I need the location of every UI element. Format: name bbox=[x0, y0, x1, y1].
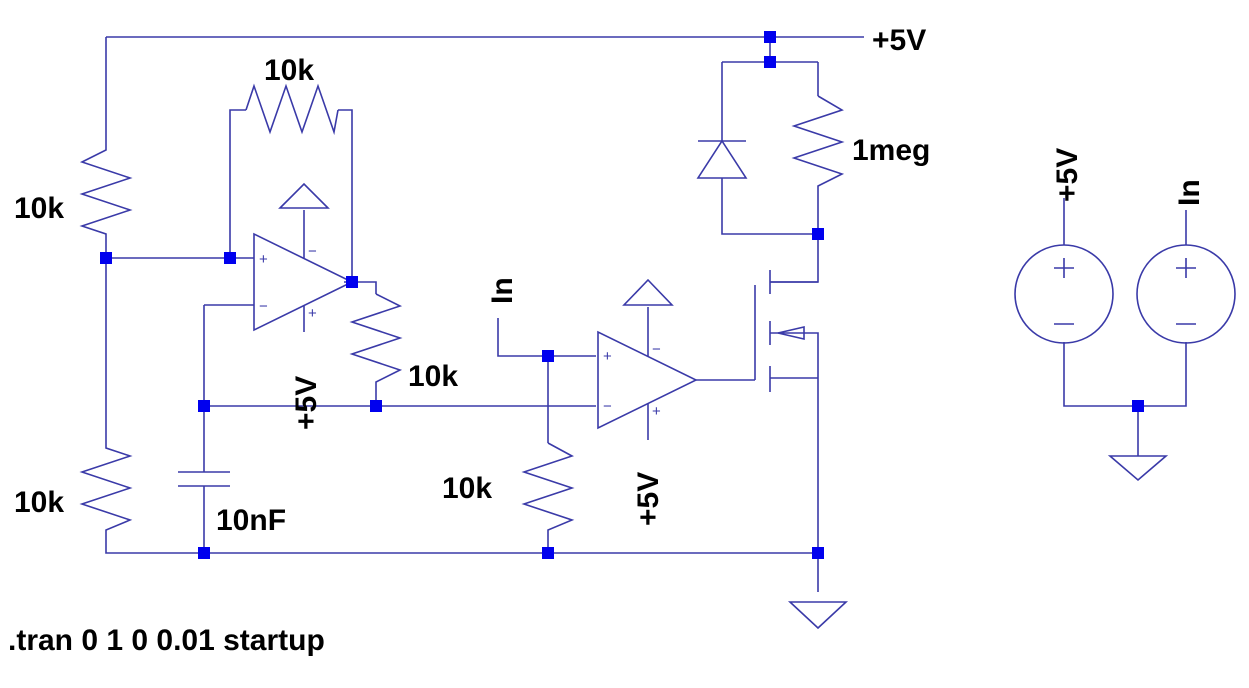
net-label-opamp2-supply: +5V bbox=[632, 472, 665, 526]
mosfet bbox=[754, 270, 818, 392]
net-label-opamp1-supply: +5V bbox=[290, 376, 323, 430]
opamp-1: + − − + bbox=[253, 182, 354, 332]
ground-symbol-main bbox=[787, 601, 849, 630]
label-c-10nf: 10nF bbox=[216, 504, 286, 537]
label-r-output: 10k bbox=[408, 360, 458, 393]
label-r-upper-divider: 10k bbox=[14, 192, 64, 225]
spice-directive: .tran 0 1 0 0.01 startup bbox=[8, 624, 325, 657]
label-r-input: 10k bbox=[442, 472, 492, 505]
resistor-lower-divider bbox=[79, 440, 133, 535]
label-r-1meg: 1meg bbox=[852, 134, 930, 167]
net-label-source-in: In bbox=[1173, 179, 1206, 206]
opamp2-minus-sign: − bbox=[603, 398, 612, 415]
resistor-input bbox=[521, 442, 575, 537]
junction-dot bbox=[100, 252, 112, 264]
opamp-2: + − − + bbox=[597, 278, 698, 440]
net-label-source-5v: +5V bbox=[1051, 148, 1084, 202]
net-label-in: In bbox=[486, 277, 519, 304]
net-label-vcc-top: +5V bbox=[872, 24, 926, 57]
junction-dot bbox=[198, 400, 210, 412]
junction-dot bbox=[370, 400, 382, 412]
opamp1-minus-sign: − bbox=[259, 298, 268, 315]
resistor-1meg bbox=[791, 95, 845, 196]
resistor-upper-divider bbox=[79, 135, 133, 242]
junction-dot bbox=[542, 350, 554, 362]
resistor-output bbox=[349, 293, 403, 392]
opamp1-plus-sign: + bbox=[259, 251, 268, 268]
junction-dot bbox=[542, 547, 554, 559]
junction-dot bbox=[1132, 400, 1144, 412]
junction-dot bbox=[198, 547, 210, 559]
junction-dot bbox=[224, 252, 236, 264]
voltage-source-in bbox=[1136, 244, 1236, 344]
junction-dot bbox=[764, 56, 776, 68]
voltage-source-5v bbox=[1014, 244, 1114, 344]
opamp1-vpos-sign: + bbox=[308, 305, 317, 322]
junction-dot bbox=[812, 228, 824, 240]
ground-symbol-sources bbox=[1107, 455, 1169, 482]
label-r-feedback: 10k bbox=[264, 54, 314, 87]
opamp2-plus-sign: + bbox=[603, 348, 612, 365]
capacitor-10nf bbox=[178, 471, 230, 487]
diode bbox=[696, 139, 748, 179]
label-r-lower-divider: 10k bbox=[14, 486, 64, 519]
resistor-feedback bbox=[245, 83, 339, 136]
junction-dot bbox=[764, 31, 776, 43]
opamp2-vpos-sign: + bbox=[652, 403, 661, 420]
junction-dot bbox=[346, 276, 358, 288]
junction-dot bbox=[812, 547, 824, 559]
opamp1-vneg-sign: − bbox=[308, 243, 317, 260]
junction-dots bbox=[100, 31, 1144, 559]
opamp2-vneg-sign: − bbox=[652, 341, 661, 358]
